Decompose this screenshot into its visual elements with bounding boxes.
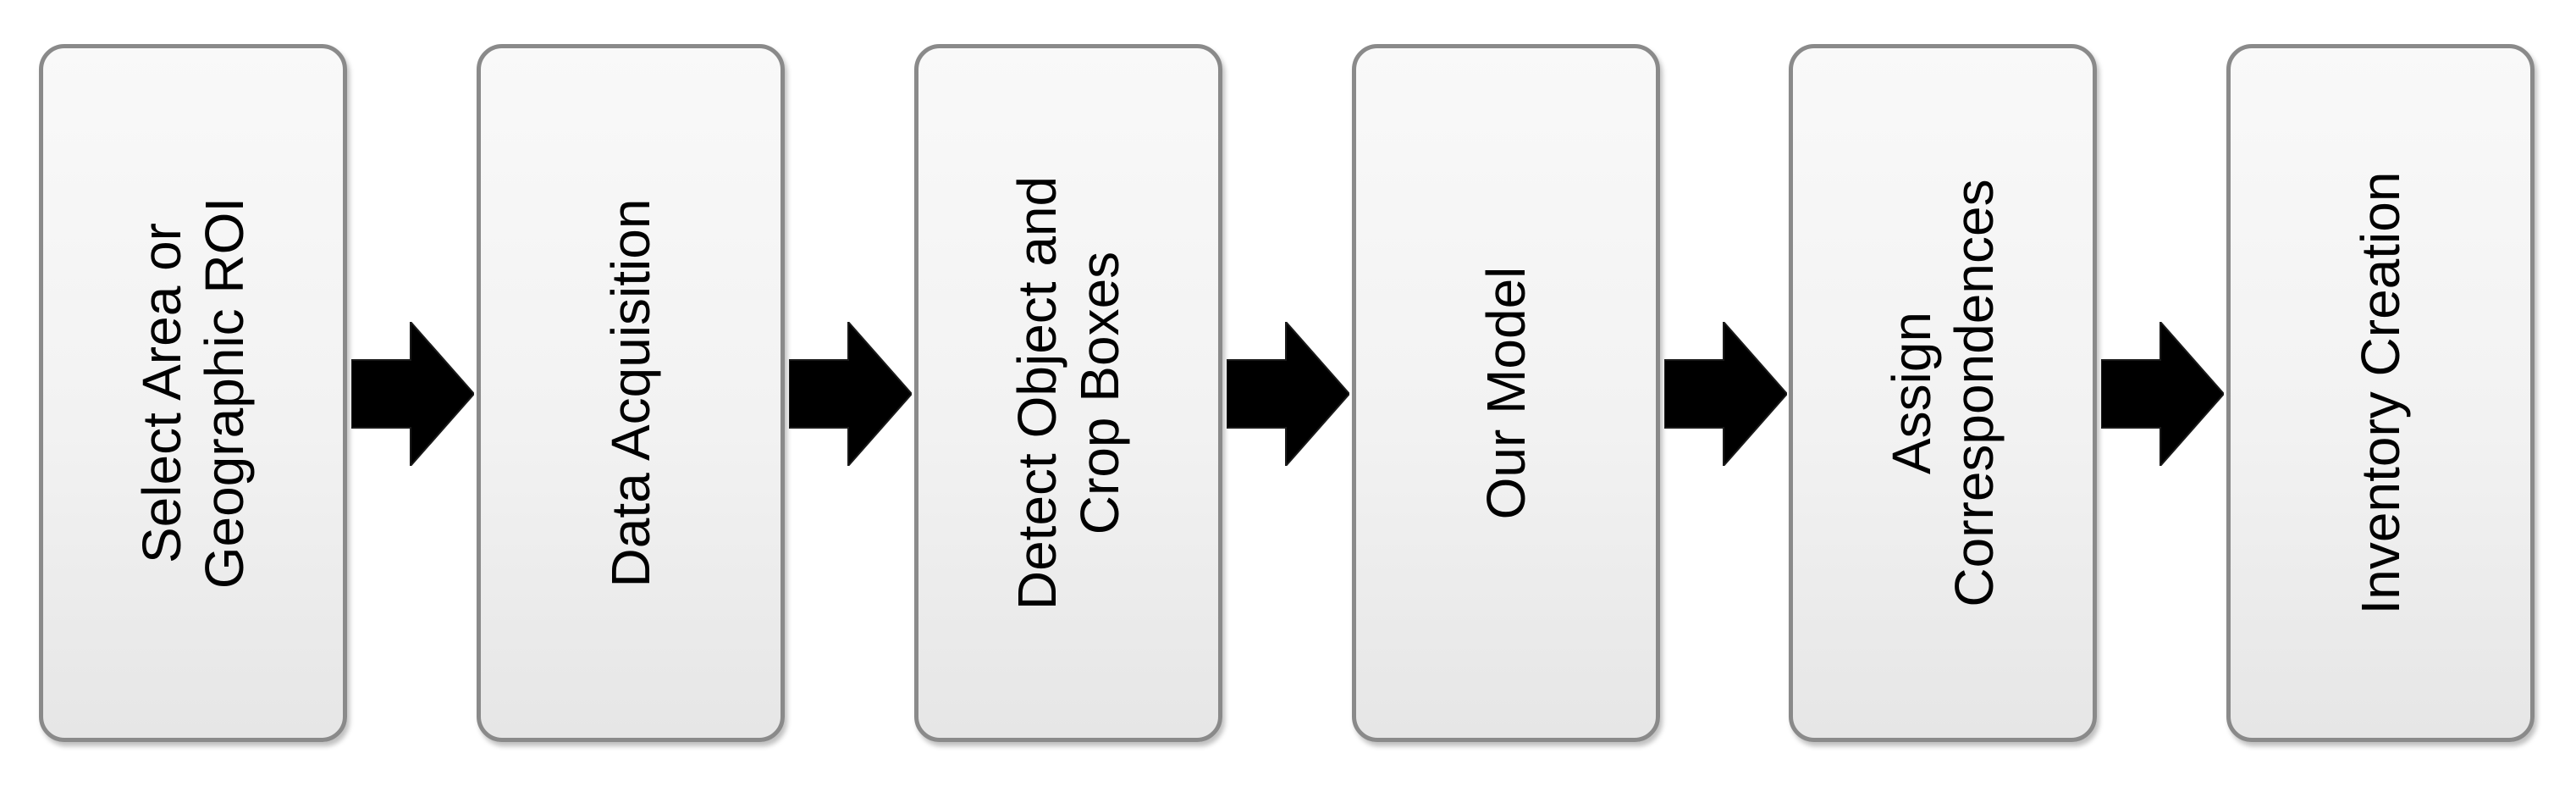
right-arrow-icon: [2101, 322, 2224, 466]
step-inventory-creation: Inventory Creation: [2226, 44, 2535, 742]
arrow-shape: [789, 322, 912, 466]
right-arrow-icon: [351, 322, 474, 466]
step-label: Inventory Creation: [2349, 171, 2411, 615]
step-assign-correspondences: Assign Correspondences: [1789, 44, 2097, 742]
arrow-shape: [351, 322, 474, 466]
step-our-model: Our Model: [1352, 44, 1660, 742]
step-detect-object: Detect Object and Crop Boxes: [914, 44, 1222, 742]
arrow-shape: [1227, 322, 1349, 466]
arrow-shape: [2101, 322, 2224, 466]
step-label: Our Model: [1475, 266, 1536, 520]
step-select-area: Select Area or Geographic ROI: [39, 44, 347, 742]
step-label: Assign Correspondences: [1880, 179, 2005, 607]
step-label: Data Acquisition: [599, 198, 661, 588]
step-label: Detect Object and Crop Boxes: [1006, 175, 1130, 611]
step-label: Select Area or Geographic ROI: [130, 197, 255, 590]
step-data-acquisition: Data Acquisition: [477, 44, 785, 742]
right-arrow-icon: [789, 322, 912, 466]
right-arrow-icon: [1664, 322, 1787, 466]
arrow-shape: [1664, 322, 1787, 466]
right-arrow-icon: [1227, 322, 1349, 466]
